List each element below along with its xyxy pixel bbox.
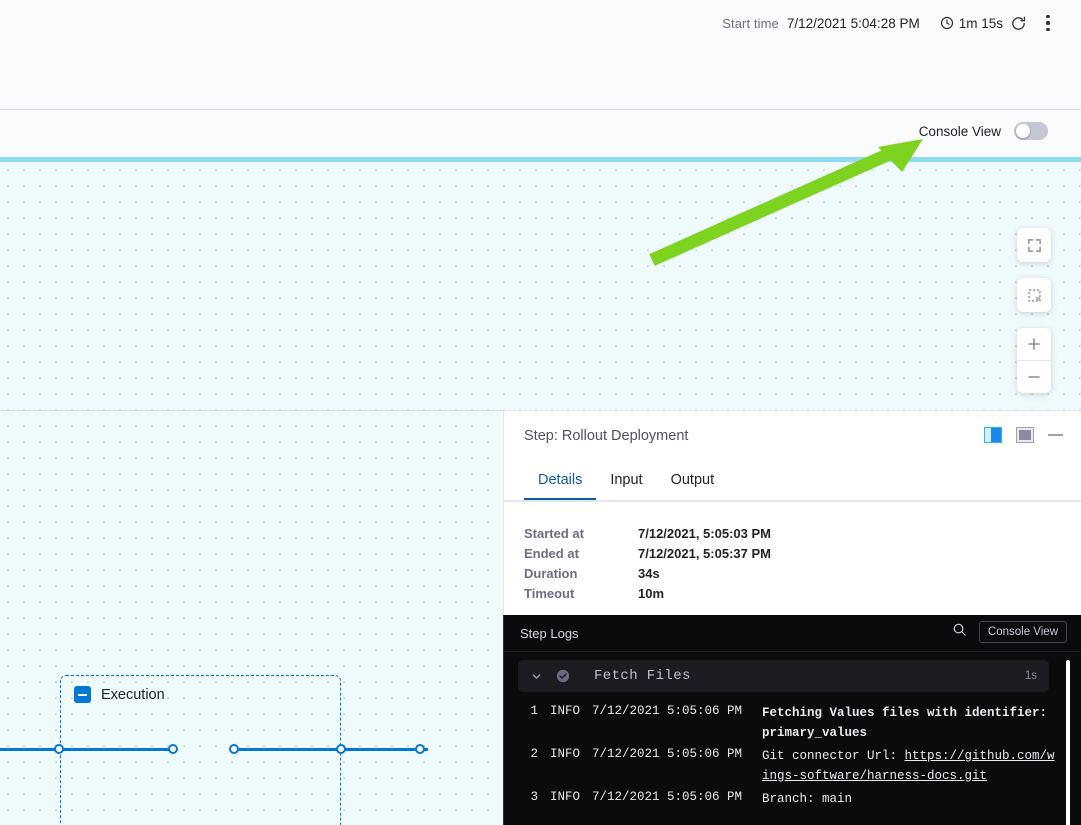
- page-title: Step: Rollout Deployment: [524, 428, 689, 444]
- zoom-in-out-stack: [1017, 328, 1051, 393]
- console-view-button[interactable]: Console View: [978, 621, 1067, 643]
- field-row: Timeout 10m: [524, 583, 771, 603]
- duration-value: 1m 15s: [958, 15, 1003, 31]
- step-details-header: Step: Rollout Deployment: [504, 411, 1081, 463]
- log-line-number: 3: [530, 790, 538, 804]
- start-time-value: 7/12/2021 5:04:28 PM: [786, 15, 920, 31]
- field-value: 7/12/2021, 5:05:03 PM: [638, 525, 771, 541]
- step-logs-panel: Step Logs Console View: [503, 615, 1081, 825]
- split-bottom-layout-icon[interactable]: [1016, 427, 1034, 443]
- console-view-label: Console View: [918, 123, 1001, 139]
- log-section-duration: 1s: [1024, 670, 1037, 682]
- log-scrollbar[interactable]: [1066, 660, 1070, 825]
- field-row: Started at 7/12/2021, 5:05:03 PM: [524, 523, 771, 543]
- field-row: Duration 34s: [524, 563, 771, 583]
- log-line-number: 1: [530, 704, 538, 718]
- minimize-icon[interactable]: [1048, 434, 1063, 436]
- log-message: Branch: main: [762, 792, 853, 806]
- log-message-text: Git connector Url:: [762, 749, 905, 763]
- log-scroll-gutter: [1070, 652, 1081, 825]
- graph-edge-out: [234, 748, 428, 751]
- graph-port-dot[interactable]: [229, 744, 239, 754]
- toggle-knob: [1016, 124, 1030, 138]
- log-message: Git connector Url: https://github.com/wi…: [762, 747, 1071, 786]
- field-value: 34s: [638, 565, 660, 581]
- clock-icon: [940, 16, 954, 30]
- split-right-layout-icon[interactable]: [984, 427, 1002, 443]
- log-level: INFO: [550, 704, 581, 718]
- log-timestamp: 7/12/2021 5:05:06 PM: [592, 790, 743, 804]
- minus-square-icon[interactable]: [74, 686, 91, 703]
- field-key: Ended at: [524, 545, 579, 561]
- graph-port-dot[interactable]: [54, 744, 64, 754]
- execution-group-label: Execution: [101, 686, 165, 703]
- console-view-bar: Console View: [0, 111, 1081, 157]
- console-view-toggle[interactable]: [1014, 122, 1048, 140]
- check-circle-filled-icon: [556, 669, 570, 683]
- field-key: Timeout: [524, 585, 575, 601]
- log-line-number: 2: [530, 747, 538, 761]
- execution-graph: Execution R: [0, 411, 503, 825]
- search-icon[interactable]: [952, 622, 967, 642]
- log-line-list: 1 INFO 7/12/2021 5:05:06 PM Fetching Val…: [518, 702, 1071, 812]
- log-line: 2 INFO 7/12/2021 5:05:06 PM Git connecto…: [518, 745, 1071, 788]
- details-tabs: Details Input Output: [504, 463, 1081, 501]
- top-status-bar: Start time 7/12/2021 5:04:28 PM 1m 15s: [0, 0, 1081, 110]
- log-section-name: Fetch Files: [594, 668, 691, 684]
- log-message: Fetching Values files with identifier: p…: [762, 706, 1048, 740]
- execution-meta: Start time 7/12/2021 5:04:28 PM 1m 15s: [722, 7, 1063, 39]
- graph-port-dot[interactable]: [336, 744, 346, 754]
- field-key: Started at: [524, 525, 584, 541]
- console-view-group: Console View: [919, 122, 1048, 140]
- start-time-label: Start time: [722, 15, 779, 31]
- zoom-in-button[interactable]: [1017, 328, 1051, 360]
- log-line: 1 INFO 7/12/2021 5:05:06 PM Fetching Val…: [518, 702, 1071, 745]
- duration-group: 1m 15s: [940, 16, 1003, 31]
- tab-details[interactable]: Details: [524, 463, 597, 501]
- tab-input[interactable]: Input: [610, 472, 643, 488]
- refresh-icon[interactable]: [1003, 8, 1033, 38]
- graph-port-dot[interactable]: [168, 744, 178, 754]
- log-level: INFO: [550, 790, 581, 804]
- log-section-fetch-files[interactable]: Fetch Files 1s: [518, 660, 1049, 692]
- zoom-to-selection-button[interactable]: [1017, 278, 1051, 312]
- fit-to-screen-button[interactable]: [1017, 228, 1051, 262]
- field-value: 7/12/2021, 5:05:37 PM: [638, 545, 771, 561]
- chevron-down-icon[interactable]: [528, 671, 544, 682]
- log-level: INFO: [550, 747, 581, 761]
- step-field-list: Started at 7/12/2021, 5:05:03 PM Ended a…: [524, 523, 771, 603]
- log-timestamp: 7/12/2021 5:05:06 PM: [592, 704, 743, 718]
- log-line: 3 INFO 7/12/2021 5:05:06 PM Branch: main: [518, 788, 1071, 812]
- tabs-underline: [504, 500, 1081, 502]
- canvas-zoom-controls: [1017, 228, 1051, 393]
- field-value: 10m: [638, 585, 665, 601]
- field-key: Duration: [524, 565, 578, 581]
- graph-edge-in: [0, 748, 176, 751]
- zoom-out-button[interactable]: [1017, 361, 1051, 393]
- panel-layout-controls: [984, 427, 1063, 443]
- graph-port-dot[interactable]: [415, 744, 425, 754]
- step-logs-actions: Console View: [952, 621, 1067, 643]
- step-logs-header: Step Logs Console View: [504, 615, 1081, 652]
- field-row: Ended at 7/12/2021, 5:05:37 PM: [524, 543, 771, 563]
- kebab-menu-icon[interactable]: [1033, 8, 1063, 38]
- tab-output[interactable]: Output: [670, 472, 715, 488]
- log-timestamp: 7/12/2021 5:05:06 PM: [592, 747, 743, 761]
- zoom-stack-divider: [1017, 360, 1051, 361]
- execution-group-header[interactable]: Execution: [74, 686, 165, 703]
- step-logs-body: Fetch Files 1s 1 INFO 7/12/2021 5:05:06 …: [504, 652, 1081, 825]
- step-logs-title: Step Logs: [520, 626, 579, 641]
- log-message-link[interactable]: https://github.com/wings-software/harnes…: [762, 749, 1055, 783]
- step-details-panel: Step: Rollout Deployment Details Input O…: [503, 410, 1081, 615]
